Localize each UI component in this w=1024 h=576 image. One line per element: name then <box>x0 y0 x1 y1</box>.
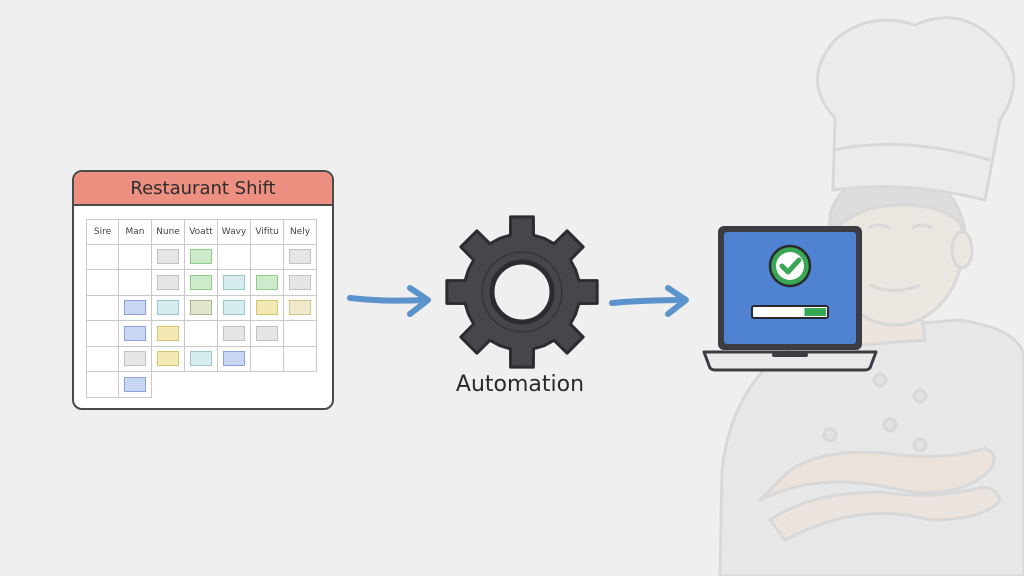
shift-cell <box>86 346 119 372</box>
shift-cell <box>284 270 317 296</box>
progress-bar-icon <box>751 305 829 319</box>
day-header: Sire <box>86 219 119 245</box>
shift-cell <box>119 372 152 398</box>
shift-cell <box>218 346 251 372</box>
shift-block <box>190 300 212 316</box>
shift-cell <box>284 244 317 270</box>
check-circle-icon <box>768 244 812 288</box>
empty-slot <box>185 372 218 398</box>
day-header-label: Nune <box>156 226 180 237</box>
shift-block <box>223 274 245 290</box>
shift-cell <box>251 321 284 347</box>
schedule-grid: Sire Man Nune Voatt Wavy Vifitu Nely <box>86 219 317 398</box>
empty-slot <box>218 372 251 398</box>
laptop-icon <box>702 226 878 372</box>
shift-cell <box>86 295 119 321</box>
day-header-label: Sire <box>93 226 112 237</box>
shift-block <box>124 325 146 341</box>
shift-block <box>157 300 179 316</box>
day-header: Nely <box>284 219 317 245</box>
day-header-label: Vifitu <box>255 226 279 237</box>
shift-cell <box>86 321 119 347</box>
shift-cell <box>86 270 119 296</box>
shift-cell <box>119 244 152 270</box>
shift-block <box>124 376 146 392</box>
shift-block <box>157 249 179 265</box>
shift-cell <box>284 346 317 372</box>
day-header: Vifitu <box>251 219 284 245</box>
shift-block <box>190 249 212 265</box>
empty-slot <box>251 372 284 398</box>
shift-cell <box>119 346 152 372</box>
shift-cell <box>284 321 317 347</box>
day-header-label: Nely <box>289 226 311 237</box>
shift-block <box>124 300 146 316</box>
shift-cell <box>86 244 119 270</box>
shift-block <box>223 325 245 341</box>
shift-cell <box>218 244 251 270</box>
shift-block <box>124 351 146 367</box>
shift-block <box>157 325 179 341</box>
shift-cell <box>152 270 185 296</box>
shift-cell <box>284 295 317 321</box>
shift-cell <box>119 295 152 321</box>
shift-cell <box>185 270 218 296</box>
shift-block <box>256 325 278 341</box>
day-header-label: Voatt <box>189 226 213 237</box>
shift-block <box>223 300 245 316</box>
shift-block <box>223 351 245 367</box>
shift-block <box>256 274 278 290</box>
shift-cell <box>185 321 218 347</box>
shift-cell <box>152 295 185 321</box>
empty-slot <box>152 372 185 398</box>
shift-block <box>190 274 212 290</box>
day-header-label: Wavy <box>221 226 247 237</box>
shift-cell <box>152 321 185 347</box>
shift-block <box>157 274 179 290</box>
restaurant-shift-schedule: Restaurant Shift Sire Man Nune Voatt Wavy Vif… <box>72 170 334 410</box>
day-header: Wavy <box>218 219 251 245</box>
shift-block <box>289 274 311 290</box>
day-header: Man <box>119 219 152 245</box>
day-header: Nune <box>152 219 185 245</box>
shift-cell <box>185 346 218 372</box>
day-header-label: Man <box>125 226 145 237</box>
shift-cell <box>185 295 218 321</box>
shift-cell <box>251 346 284 372</box>
empty-slot <box>284 372 317 398</box>
shift-cell <box>152 346 185 372</box>
shift-cell <box>185 244 218 270</box>
shift-cell <box>152 244 185 270</box>
shift-cell <box>86 372 119 398</box>
shift-block <box>256 300 278 316</box>
shift-cell <box>218 295 251 321</box>
shift-cell <box>119 270 152 296</box>
shift-cell <box>251 295 284 321</box>
schedule-title: Restaurant Shift <box>74 172 332 206</box>
shift-cell <box>119 321 152 347</box>
shift-block <box>289 249 311 265</box>
shift-cell <box>251 244 284 270</box>
shift-block <box>157 351 179 367</box>
day-header: Voatt <box>185 219 218 245</box>
gear-icon <box>445 215 599 369</box>
shift-cell <box>218 321 251 347</box>
shift-block <box>190 351 212 367</box>
shift-block <box>289 300 311 316</box>
shift-cell <box>251 270 284 296</box>
automation-label: Automation <box>455 372 585 397</box>
shift-cell <box>218 270 251 296</box>
